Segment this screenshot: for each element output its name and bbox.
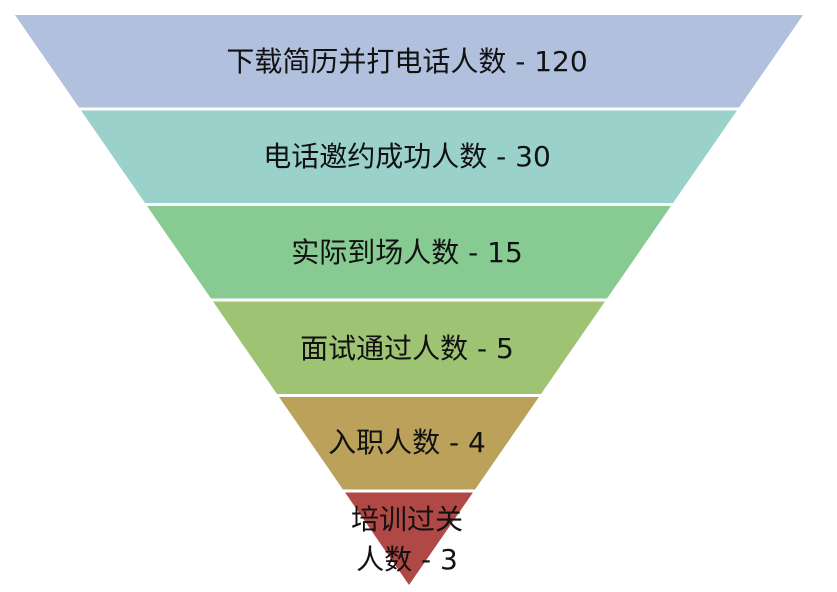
funnel-stage-6-label: 培训过关人数 - 3 bbox=[350, 503, 463, 576]
funnel-stage-1 bbox=[15, 15, 803, 108]
funnel-stage-5 bbox=[279, 397, 539, 490]
funnel-stage-6 bbox=[345, 492, 473, 585]
funnel-stage-4-label: 面试通过人数 - 5 bbox=[300, 332, 514, 365]
funnel-stage-3 bbox=[147, 206, 671, 299]
funnel-stage-2-label: 电话邀约成功人数 - 30 bbox=[263, 140, 551, 173]
funnel-stage-2 bbox=[81, 110, 737, 203]
funnel-stage-1-label: 下载简历并打电话人数 - 120 bbox=[226, 45, 588, 78]
funnel-stage-3-label: 实际到场人数 - 15 bbox=[291, 236, 523, 269]
funnel-stage-4 bbox=[213, 301, 605, 394]
funnel-stage-5-label: 入职人数 - 4 bbox=[328, 426, 486, 459]
